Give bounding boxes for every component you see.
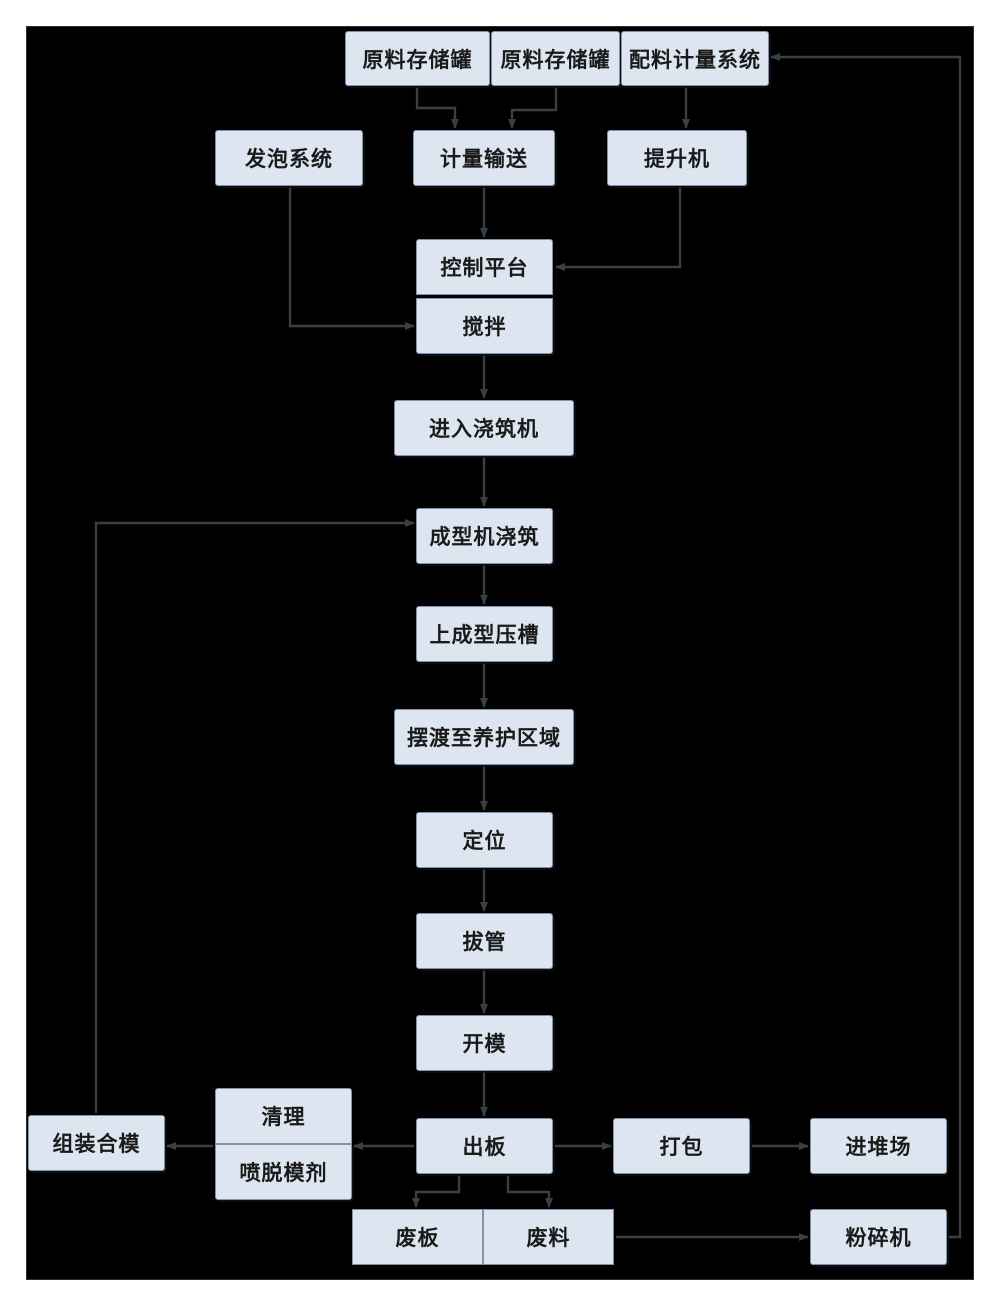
node-tube-pulling[interactable]: 拔管 (416, 913, 553, 969)
node-ferry-to-curing-area[interactable]: 摆渡至养护区域 (394, 709, 574, 765)
node-assemble-mold[interactable]: 组装合模 (28, 1115, 165, 1171)
edge-crusher-to-batching-feedback (770, 53, 962, 1239)
node-packing[interactable]: 打包 (613, 1118, 750, 1174)
node-waste-material[interactable]: 废料 (483, 1209, 614, 1265)
node-positioning[interactable]: 定位 (416, 812, 553, 868)
node-raw-material-tank-1[interactable]: 原料存储罐 (345, 31, 490, 86)
node-demolding[interactable]: 开模 (416, 1015, 553, 1071)
edge-foaming-to-mixer (288, 186, 415, 330)
node-cleaning[interactable]: 清理 (215, 1088, 352, 1144)
node-batching-metering-system[interactable]: 配料计量系统 (621, 31, 769, 86)
edge-lift-to-console (555, 186, 682, 271)
node-mixing[interactable]: 搅拌 (416, 298, 553, 354)
edge-tank1-to-conveyor (415, 86, 459, 129)
node-enter-casting-machine[interactable]: 进入浇筑机 (394, 400, 574, 456)
edge-tank2-to-conveyor (508, 86, 558, 129)
node-metering-conveying[interactable]: 计量输送 (413, 130, 555, 186)
node-spray-release-agent[interactable]: 喷脱模剂 (215, 1144, 352, 1200)
node-control-platform[interactable]: 控制平台 (416, 239, 553, 295)
edge-output-to-waste-material (506, 1176, 553, 1208)
node-elevator[interactable]: 提升机 (607, 130, 747, 186)
node-forming-machine-casting[interactable]: 成型机浇筑 (416, 508, 553, 564)
node-foaming-system[interactable]: 发泡系统 (215, 130, 363, 186)
node-raw-material-tank-2[interactable]: 原料存储罐 (491, 31, 620, 86)
edge-output-to-waste-board (412, 1176, 461, 1208)
node-waste-board[interactable]: 废板 (352, 1209, 483, 1265)
node-board-output[interactable]: 出板 (416, 1118, 553, 1174)
edge-assemble-to-forming-feedback (94, 519, 415, 1113)
node-enter-stacking-yard[interactable]: 进堆场 (810, 1118, 947, 1174)
node-upper-forming-groove-press[interactable]: 上成型压槽 (416, 606, 553, 662)
node-crusher[interactable]: 粉碎机 (810, 1209, 947, 1265)
